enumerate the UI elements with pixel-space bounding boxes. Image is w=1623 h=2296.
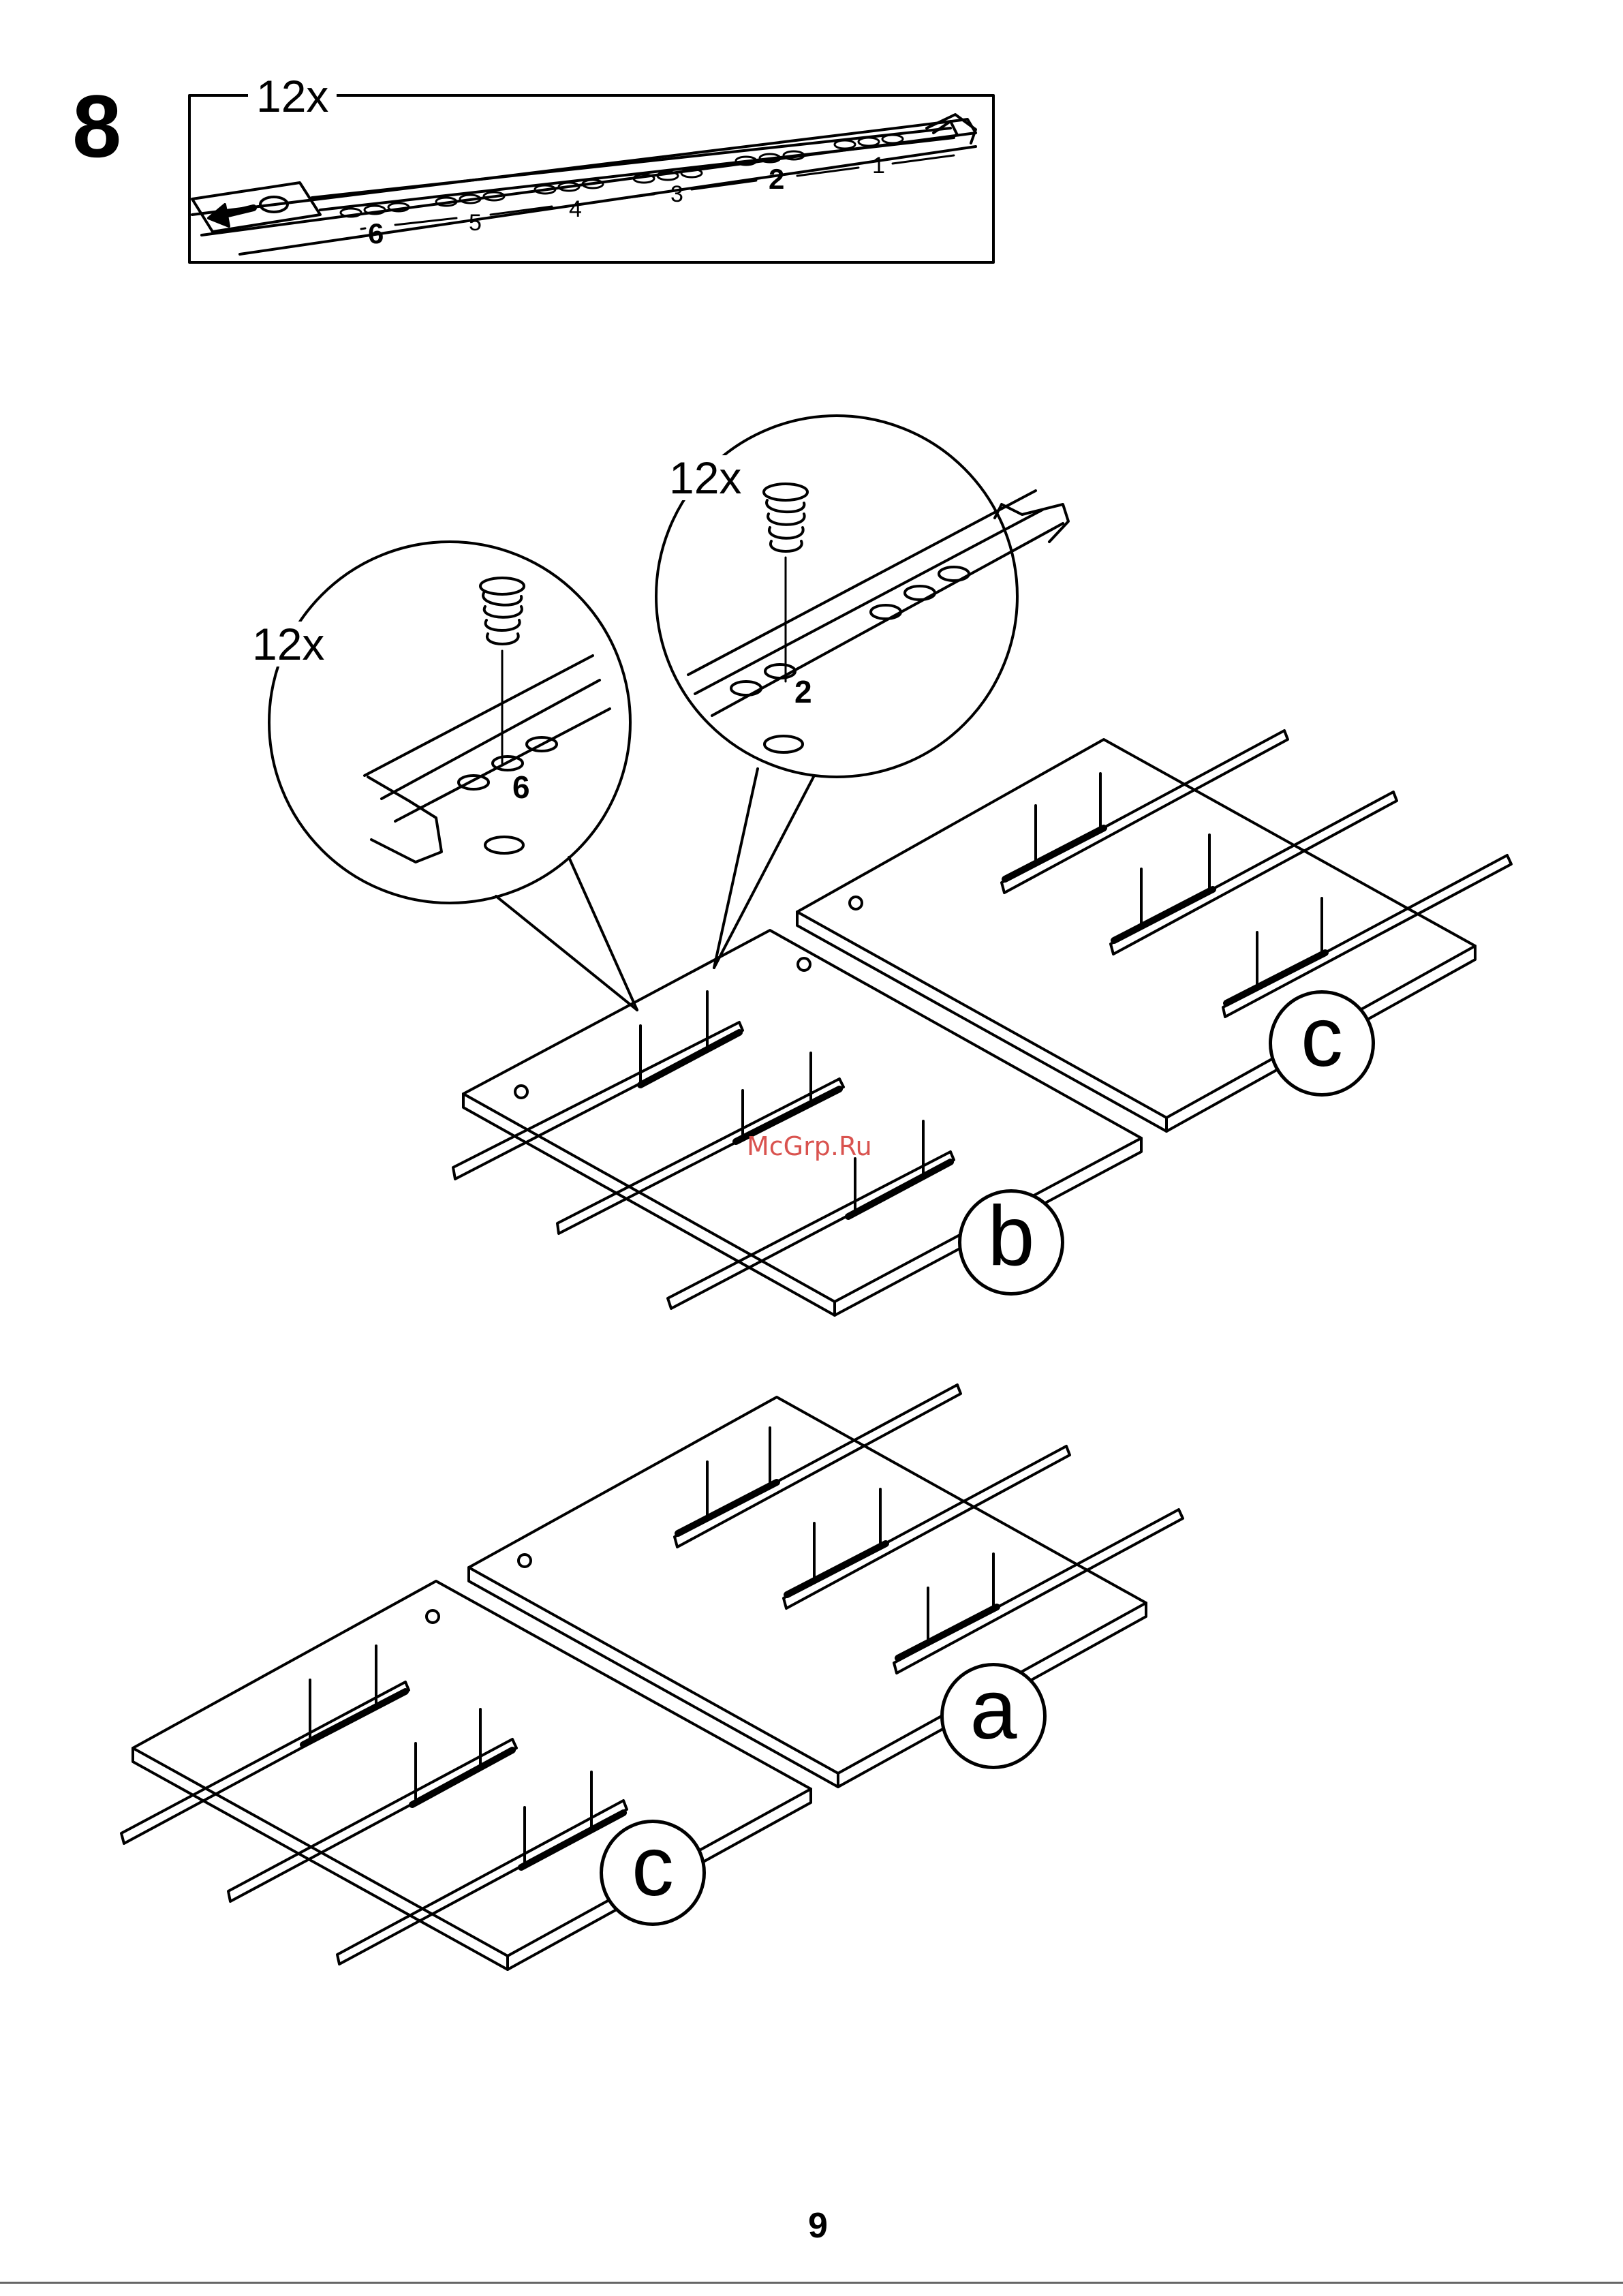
panel-label-b: b [958,1189,1064,1296]
panel-label-c-top: c [1269,990,1375,1097]
callout-right-quantity: 12x [669,455,741,500]
callout-left [269,542,637,1010]
hole-label-2: 2 [769,165,784,194]
screw-icon [764,484,807,682]
callout-right-hole: 2 [794,676,812,707]
hole-label-5: 5 [469,211,482,234]
panel-c-top-drawing [797,731,1511,1131]
page-number: 9 [808,2205,828,2246]
panel-label-c-bottom: c [600,1820,706,1926]
callout-left-hole: 6 [512,771,530,803]
panel-label-a: a [940,1663,1047,1769]
panel-c-bottom-drawing [121,1581,811,1970]
hole-label-6: 6 [368,219,384,248]
footer-rule [0,2282,1623,2284]
detail-quantity: 12x [248,74,337,119]
hole-label-3: 3 [670,183,683,206]
panel-a-drawing [469,1385,1183,1787]
screw-icon [480,578,524,763]
step-number: 8 [72,82,121,170]
hole-label-4: 4 [569,198,582,221]
callout-left-quantity: 12x [252,622,324,667]
watermark: McGrp.Ru [747,1131,872,1161]
hole-label-1: 1 [872,154,885,177]
